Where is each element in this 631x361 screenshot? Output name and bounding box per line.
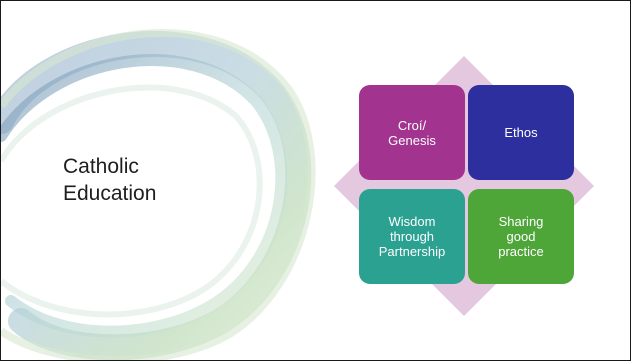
tile-croi-genesis: Croí/ Genesis (359, 85, 465, 180)
tile-sharing-good-practice: Sharing good practice (468, 189, 574, 284)
slide-title-line-2: Education (63, 182, 157, 205)
slide-title-line-1: Catholic (63, 155, 139, 178)
tile-ethos: Ethos (468, 85, 574, 180)
decorative-ring-art (1, 29, 316, 360)
slide-title: Catholic Education (63, 153, 156, 207)
tile-wisdom-through-partnership: Wisdom through Partnership (359, 189, 465, 284)
